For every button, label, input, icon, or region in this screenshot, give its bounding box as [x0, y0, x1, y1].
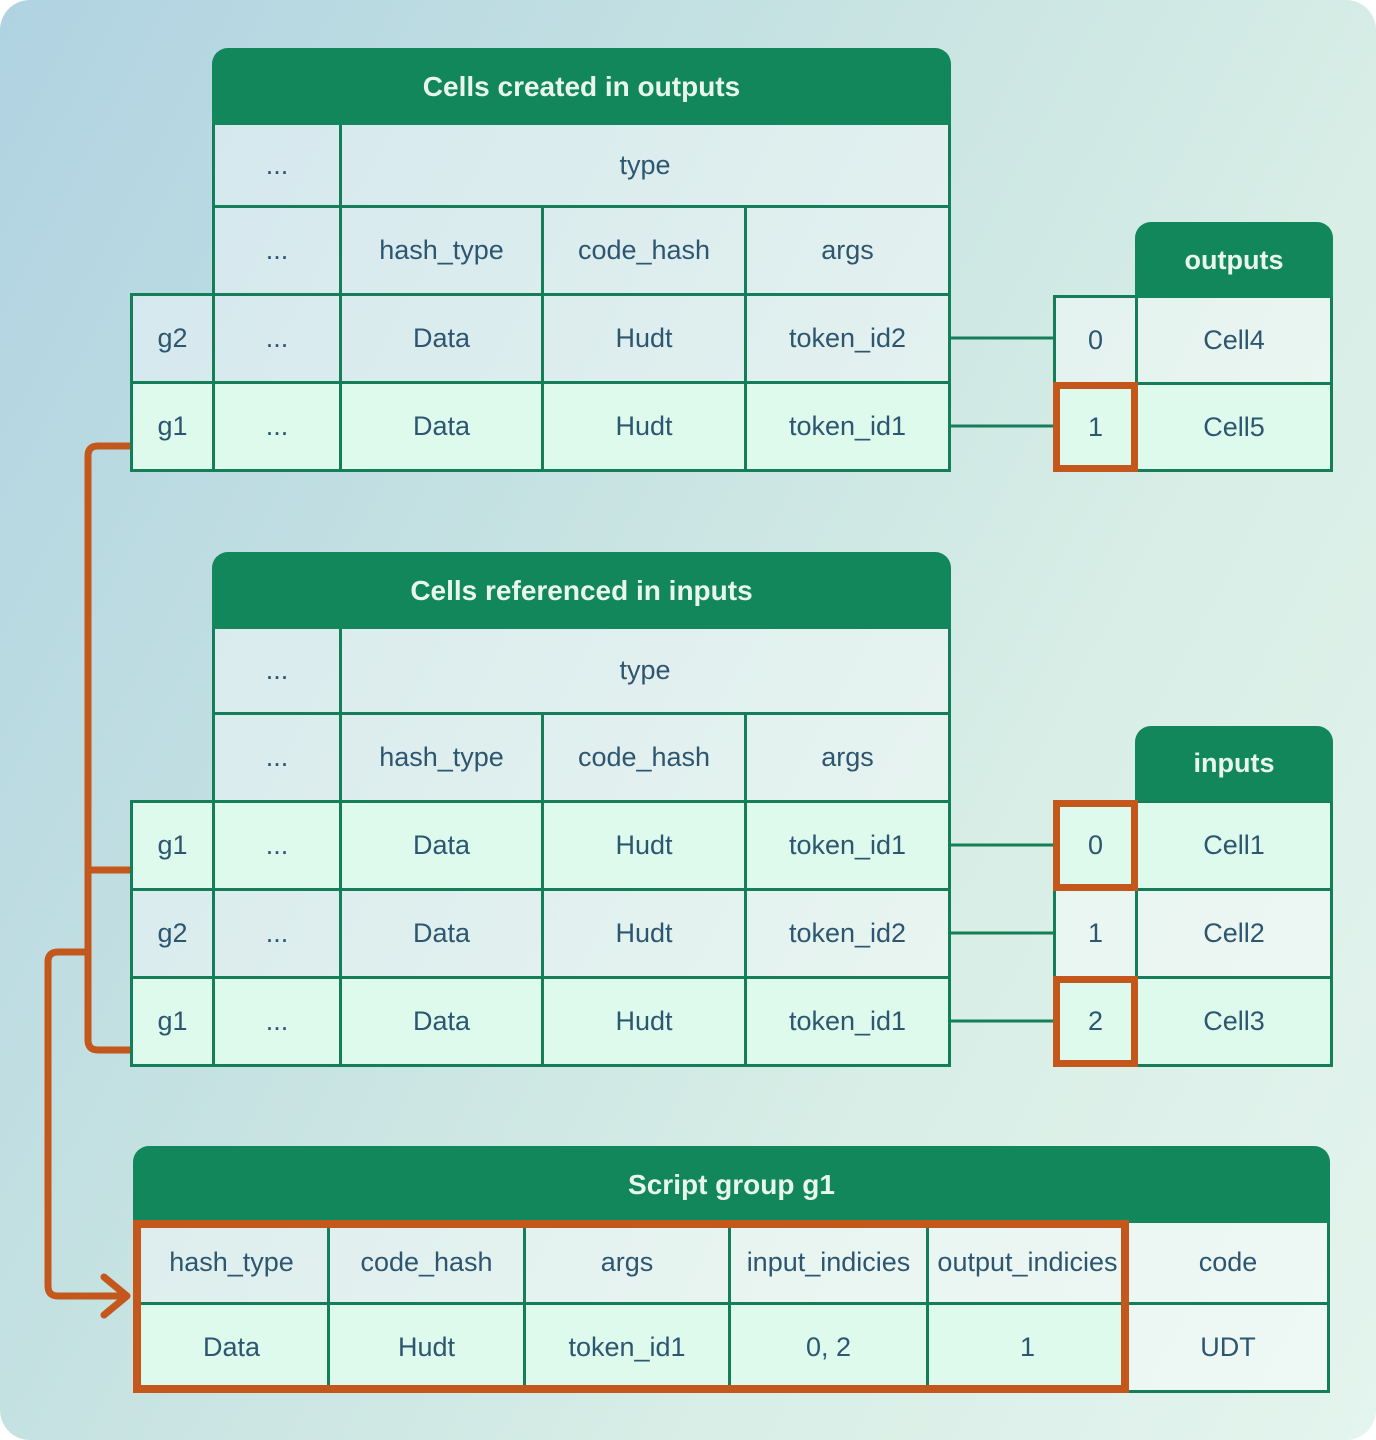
- code-hash-header-cell: code_hash: [541, 205, 747, 296]
- code-hash-value-cell: Hudt: [327, 1302, 526, 1393]
- ellipsis-cell: ...: [212, 293, 342, 384]
- ellipsis-cell: ...: [212, 800, 342, 891]
- script-group-table-title: Script group g1: [133, 1146, 1330, 1223]
- output-indicies-value-cell: 1: [926, 1302, 1129, 1393]
- hash-type-value-cell: Data: [133, 1302, 330, 1393]
- orange-links: [44, 442, 137, 1319]
- args-value-cell: token_id2: [744, 293, 951, 384]
- ellipsis-cell: ...: [212, 712, 342, 803]
- ellipsis-cell: ...: [212, 381, 342, 472]
- args-header-cell: args: [744, 712, 951, 803]
- outputs-cells-table-title: Cells created in outputs: [212, 48, 951, 125]
- args-value-cell: token_id2: [744, 888, 951, 979]
- code-hash-value-cell: Hudt: [541, 976, 747, 1067]
- outputs-table-title: outputs: [1135, 222, 1333, 298]
- hash-type-header-cell: hash_type: [133, 1220, 330, 1305]
- args-header-cell: args: [744, 205, 951, 296]
- input-index-cell-highlighted: 0: [1053, 800, 1138, 891]
- args-value-cell: token_id1: [744, 800, 951, 891]
- inputs-cells-table-title: Cells referenced in inputs: [212, 552, 951, 629]
- ellipsis-cell: ...: [212, 626, 342, 715]
- output-index-cell: 0: [1053, 295, 1138, 385]
- group-label-cell: g1: [130, 381, 215, 472]
- type-header-cell: type: [339, 626, 951, 715]
- hash-type-header-cell: hash_type: [339, 712, 544, 803]
- code-header-cell: code: [1126, 1220, 1330, 1305]
- code-hash-header-cell: code_hash: [327, 1220, 526, 1305]
- hash-type-header-cell: hash_type: [339, 205, 544, 296]
- hash-type-value-cell: Data: [339, 293, 544, 384]
- green-links: [948, 336, 1056, 1023]
- inputs-table-title: inputs: [1135, 726, 1333, 801]
- input-cell-name: Cell2: [1135, 888, 1333, 979]
- ellipsis-cell: ...: [212, 205, 342, 296]
- code-hash-value-cell: Hudt: [541, 888, 747, 979]
- output-cell-name: Cell5: [1135, 382, 1333, 472]
- ellipsis-cell: ...: [212, 888, 342, 979]
- input-index-cell: 1: [1053, 888, 1138, 979]
- code-hash-value-cell: Hudt: [541, 800, 747, 891]
- ellipsis-cell: ...: [212, 976, 342, 1067]
- args-value-cell: token_id1: [523, 1302, 731, 1393]
- input-indicies-header-cell: input_indicies: [728, 1220, 929, 1305]
- group-label-cell: g1: [130, 800, 215, 891]
- args-header-cell: args: [523, 1220, 731, 1305]
- ellipsis-cell: ...: [212, 122, 342, 208]
- hash-type-value-cell: Data: [339, 888, 544, 979]
- input-index-cell-highlighted: 2: [1053, 976, 1138, 1067]
- input-indicies-value-cell: 0, 2: [728, 1302, 929, 1393]
- hash-type-value-cell: Data: [339, 800, 544, 891]
- group-label-cell: g2: [130, 293, 215, 384]
- type-header-cell: type: [339, 122, 951, 208]
- output-index-cell-highlighted: 1: [1053, 382, 1138, 472]
- group-label-cell: g2: [130, 888, 215, 979]
- output-cell-name: Cell4: [1135, 295, 1333, 385]
- code-hash-value-cell: Hudt: [541, 293, 747, 384]
- code-value-cell: UDT: [1126, 1302, 1330, 1393]
- output-indicies-header-cell: output_indicies: [926, 1220, 1129, 1305]
- g1-group-to-script-line: [44, 948, 128, 1300]
- args-value-cell: token_id1: [744, 381, 951, 472]
- arrowhead-icon: [100, 1273, 131, 1319]
- group-label-cell: g1: [130, 976, 215, 1067]
- args-value-cell: token_id1: [744, 976, 951, 1067]
- code-hash-value-cell: Hudt: [541, 381, 747, 472]
- code-hash-header-cell: code_hash: [541, 712, 747, 803]
- hash-type-value-cell: Data: [339, 976, 544, 1067]
- g1-group-main-line: [84, 442, 137, 1054]
- input-cell-name: Cell1: [1135, 800, 1333, 891]
- hash-type-value-cell: Data: [339, 381, 544, 472]
- input-cell-name: Cell3: [1135, 976, 1333, 1067]
